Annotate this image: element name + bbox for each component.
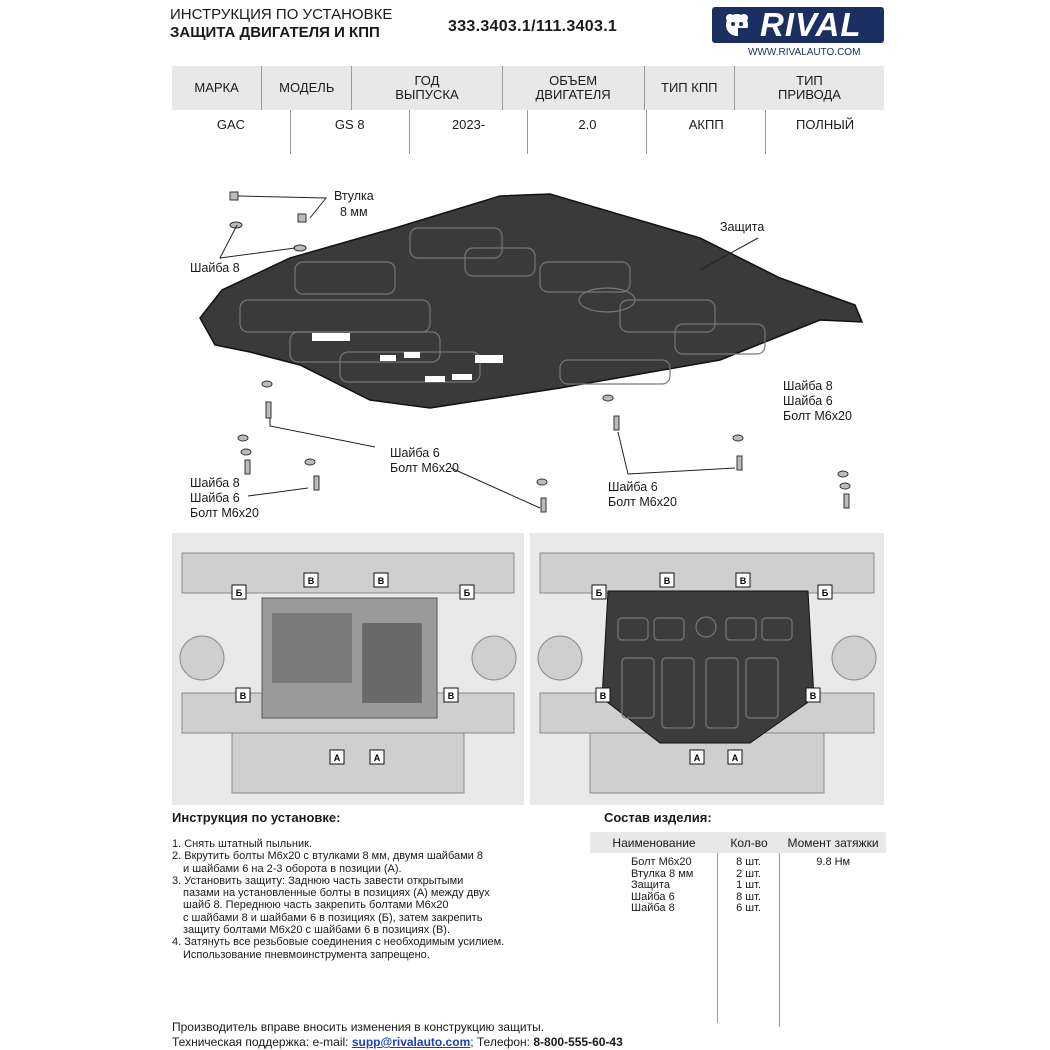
- pos-b-1: Б: [236, 588, 243, 598]
- contents-table: Наименование Кол-во Момент затяжки Болт …: [590, 832, 886, 1027]
- instruction-line: с шайбами 8 и шайбами 6 в позициях (Б), …: [183, 911, 483, 924]
- logo-website[interactable]: WWW.RIVALAUTO.COM: [748, 47, 861, 58]
- contents-names-col: Болт М6х20 Втулка 8 мм Защита Шайба 6 Ша…: [590, 853, 718, 1023]
- pos-v-6: В: [740, 576, 747, 586]
- spec-header-cell: ГОД ВЫПУСКА: [352, 66, 503, 110]
- pos-a-2: А: [374, 753, 381, 763]
- spec-header-cell: ТИП ПРИВОДА: [777, 73, 841, 102]
- contents-body: Болт М6х20 Втулка 8 мм Защита Шайба 6 Ша…: [590, 853, 886, 1027]
- label-left-washer6: Шайба 6: [190, 491, 240, 505]
- spec-header-cell: ТИП КПП: [645, 66, 735, 110]
- spec-value-cell: GAC: [172, 110, 291, 154]
- phone-prefix: ; Телефон:: [470, 1035, 531, 1049]
- support-prefix: Техническая поддержка: e-mail:: [172, 1035, 349, 1049]
- part-code: 333.3403.1/111.3403.1: [448, 18, 618, 35]
- label-left-washer8: Шайба 8: [190, 476, 240, 490]
- pos-v-3: В: [240, 691, 247, 701]
- label-shield: Защита: [720, 220, 765, 234]
- bear-logo-icon: [726, 14, 748, 37]
- pos-v-4: В: [448, 691, 455, 701]
- pos-v-5: В: [664, 576, 671, 586]
- contents-item-name: Шайба 6: [631, 890, 675, 903]
- label-right-washer8: Шайба 8: [783, 379, 833, 393]
- exploded-diagram: [199, 191, 864, 513]
- contents-item-qty: 8 шт.: [736, 856, 761, 868]
- spec-value-cell: ПОЛНЫЙ: [796, 117, 855, 132]
- label-left-bolt: Болт М6х20: [190, 506, 259, 520]
- contents-item-name: Шайба 8: [631, 902, 675, 915]
- support-email-link[interactable]: supp@rivalauto.com: [351, 1035, 471, 1049]
- instruction-line: 4. Затянуть все резьбовые соединения с н…: [172, 936, 505, 949]
- spec-value-cell: 2.0: [528, 110, 648, 154]
- label-bushing-size: 8 мм: [340, 205, 368, 219]
- pos-b-4: Б: [822, 588, 829, 598]
- underbody-after-image: В В Б Б В В А А: [530, 533, 884, 805]
- doc-title-line1: ИНСТРУКЦИЯ ПО УСТАНОВКЕ: [170, 6, 393, 23]
- contents-item-name: Защита: [631, 879, 670, 892]
- footer-support: Техническая поддержка: e-mail: supp@riva…: [172, 1035, 623, 1049]
- contents-item-qty: 2 шт.: [736, 867, 761, 880]
- instruction-line: и шайбами 6 на 2-3 оборота в позиции (А)…: [183, 862, 402, 875]
- label-center-washer6: Шайба 6: [390, 446, 440, 460]
- contents-header-name: Наименование: [612, 835, 696, 850]
- label-center-bolt: Болт М6х20: [390, 461, 459, 475]
- contents-qty-col: 8 шт. 2 шт. 1 шт. 8 шт. 6 шт.: [718, 853, 781, 1027]
- label-right-bolt: Болт М6х20: [783, 409, 852, 423]
- instructions-title: Инструкция по установке:: [172, 810, 341, 825]
- label-washer8-top: Шайба 8: [190, 261, 240, 275]
- instruction-line: шайб 8. Переднюю часть закрепить болтами…: [183, 899, 449, 912]
- contents-torque-col: 9.8 Нм: [780, 853, 886, 1027]
- contents-title: Состав изделия:: [604, 810, 712, 825]
- contents-item-qty: 6 шт.: [736, 902, 761, 915]
- doc-title-line2: ЗАЩИТА ДВИГАТЕЛЯ И КПП: [170, 24, 380, 41]
- spec-header-cell: ОБЪЕМ ДВИГАТЕЛЯ: [503, 66, 645, 110]
- label-midright-washer6: Шайба 6: [608, 480, 658, 494]
- spec-value-cell: АКПП: [647, 110, 767, 154]
- contents-torque-value: 9.8 Нм: [816, 856, 851, 868]
- pos-b-3: Б: [596, 588, 603, 598]
- instruction-line: 3. Установить защиту: Заднюю часть завес…: [172, 874, 464, 887]
- pos-v-7: В: [600, 691, 607, 701]
- label-bushing: Втулка: [334, 189, 374, 203]
- pos-v-2: В: [378, 576, 385, 586]
- label-midright-bolt: Болт М6х20: [608, 495, 677, 509]
- spec-header-cell: МАРКА: [172, 66, 263, 110]
- spec-header-row: МАРКА МОДЕЛЬ ГОД ВЫПУСКА ОБЪЕМ ДВИГАТЕЛЯ…: [172, 66, 884, 110]
- pos-a-3: А: [694, 753, 701, 763]
- contents-item-name: Втулка 8 мм: [631, 867, 694, 880]
- underbody-before-image: В В Б Б В В А А: [172, 533, 524, 805]
- instruction-line: 2. Вкрутить болты М6х20 с втулками 8 мм,…: [172, 850, 483, 863]
- instructions-list: 1. Снять штатный пыльник. 2. Вкрутить бо…: [172, 838, 572, 961]
- instruction-line: Использование пневмоинструмента запрещен…: [183, 948, 430, 961]
- contents-header-torque: Момент затяжки: [787, 835, 879, 850]
- vehicle-spec-table: МАРКА МОДЕЛЬ ГОД ВЫПУСКА ОБЪЕМ ДВИГАТЕЛЯ…: [172, 66, 884, 154]
- instruction-line: пазами на установленные болты в позициях…: [183, 887, 490, 900]
- instruction-line: защиту болтами М6х20 с шайбами 6 в позиц…: [183, 924, 450, 937]
- pos-v-8: В: [810, 691, 817, 701]
- contents-header-row: Наименование Кол-во Момент затяжки: [590, 832, 886, 853]
- logo-text: RIVAL: [760, 6, 862, 43]
- contents-header-qty: Кол-во: [730, 835, 768, 850]
- instruction-line: 1. Снять штатный пыльник.: [172, 838, 312, 850]
- contents-item-qty: 1 шт.: [736, 879, 761, 892]
- spec-header-cell: МОДЕЛЬ: [262, 66, 353, 110]
- footer-disclaimer: Производитель вправе вносить изменения в…: [172, 1020, 545, 1034]
- contents-item-name: Болт М6х20: [631, 856, 692, 868]
- pos-a-1: А: [334, 753, 341, 763]
- spec-value-cell: 2023-: [410, 110, 529, 154]
- spec-value-row: GAC GS 8 2023- 2.0 АКПП ПОЛНЫЙ: [172, 110, 884, 154]
- pos-b-2: Б: [464, 588, 471, 598]
- contents-item-qty: 8 шт.: [736, 890, 761, 903]
- pos-v-1: В: [308, 576, 315, 586]
- support-phone[interactable]: 8-800-555-60-43: [533, 1035, 623, 1049]
- spec-value-cell: GS 8: [291, 110, 410, 154]
- pos-a-4: А: [732, 753, 739, 763]
- label-right-washer6: Шайба 6: [783, 394, 833, 408]
